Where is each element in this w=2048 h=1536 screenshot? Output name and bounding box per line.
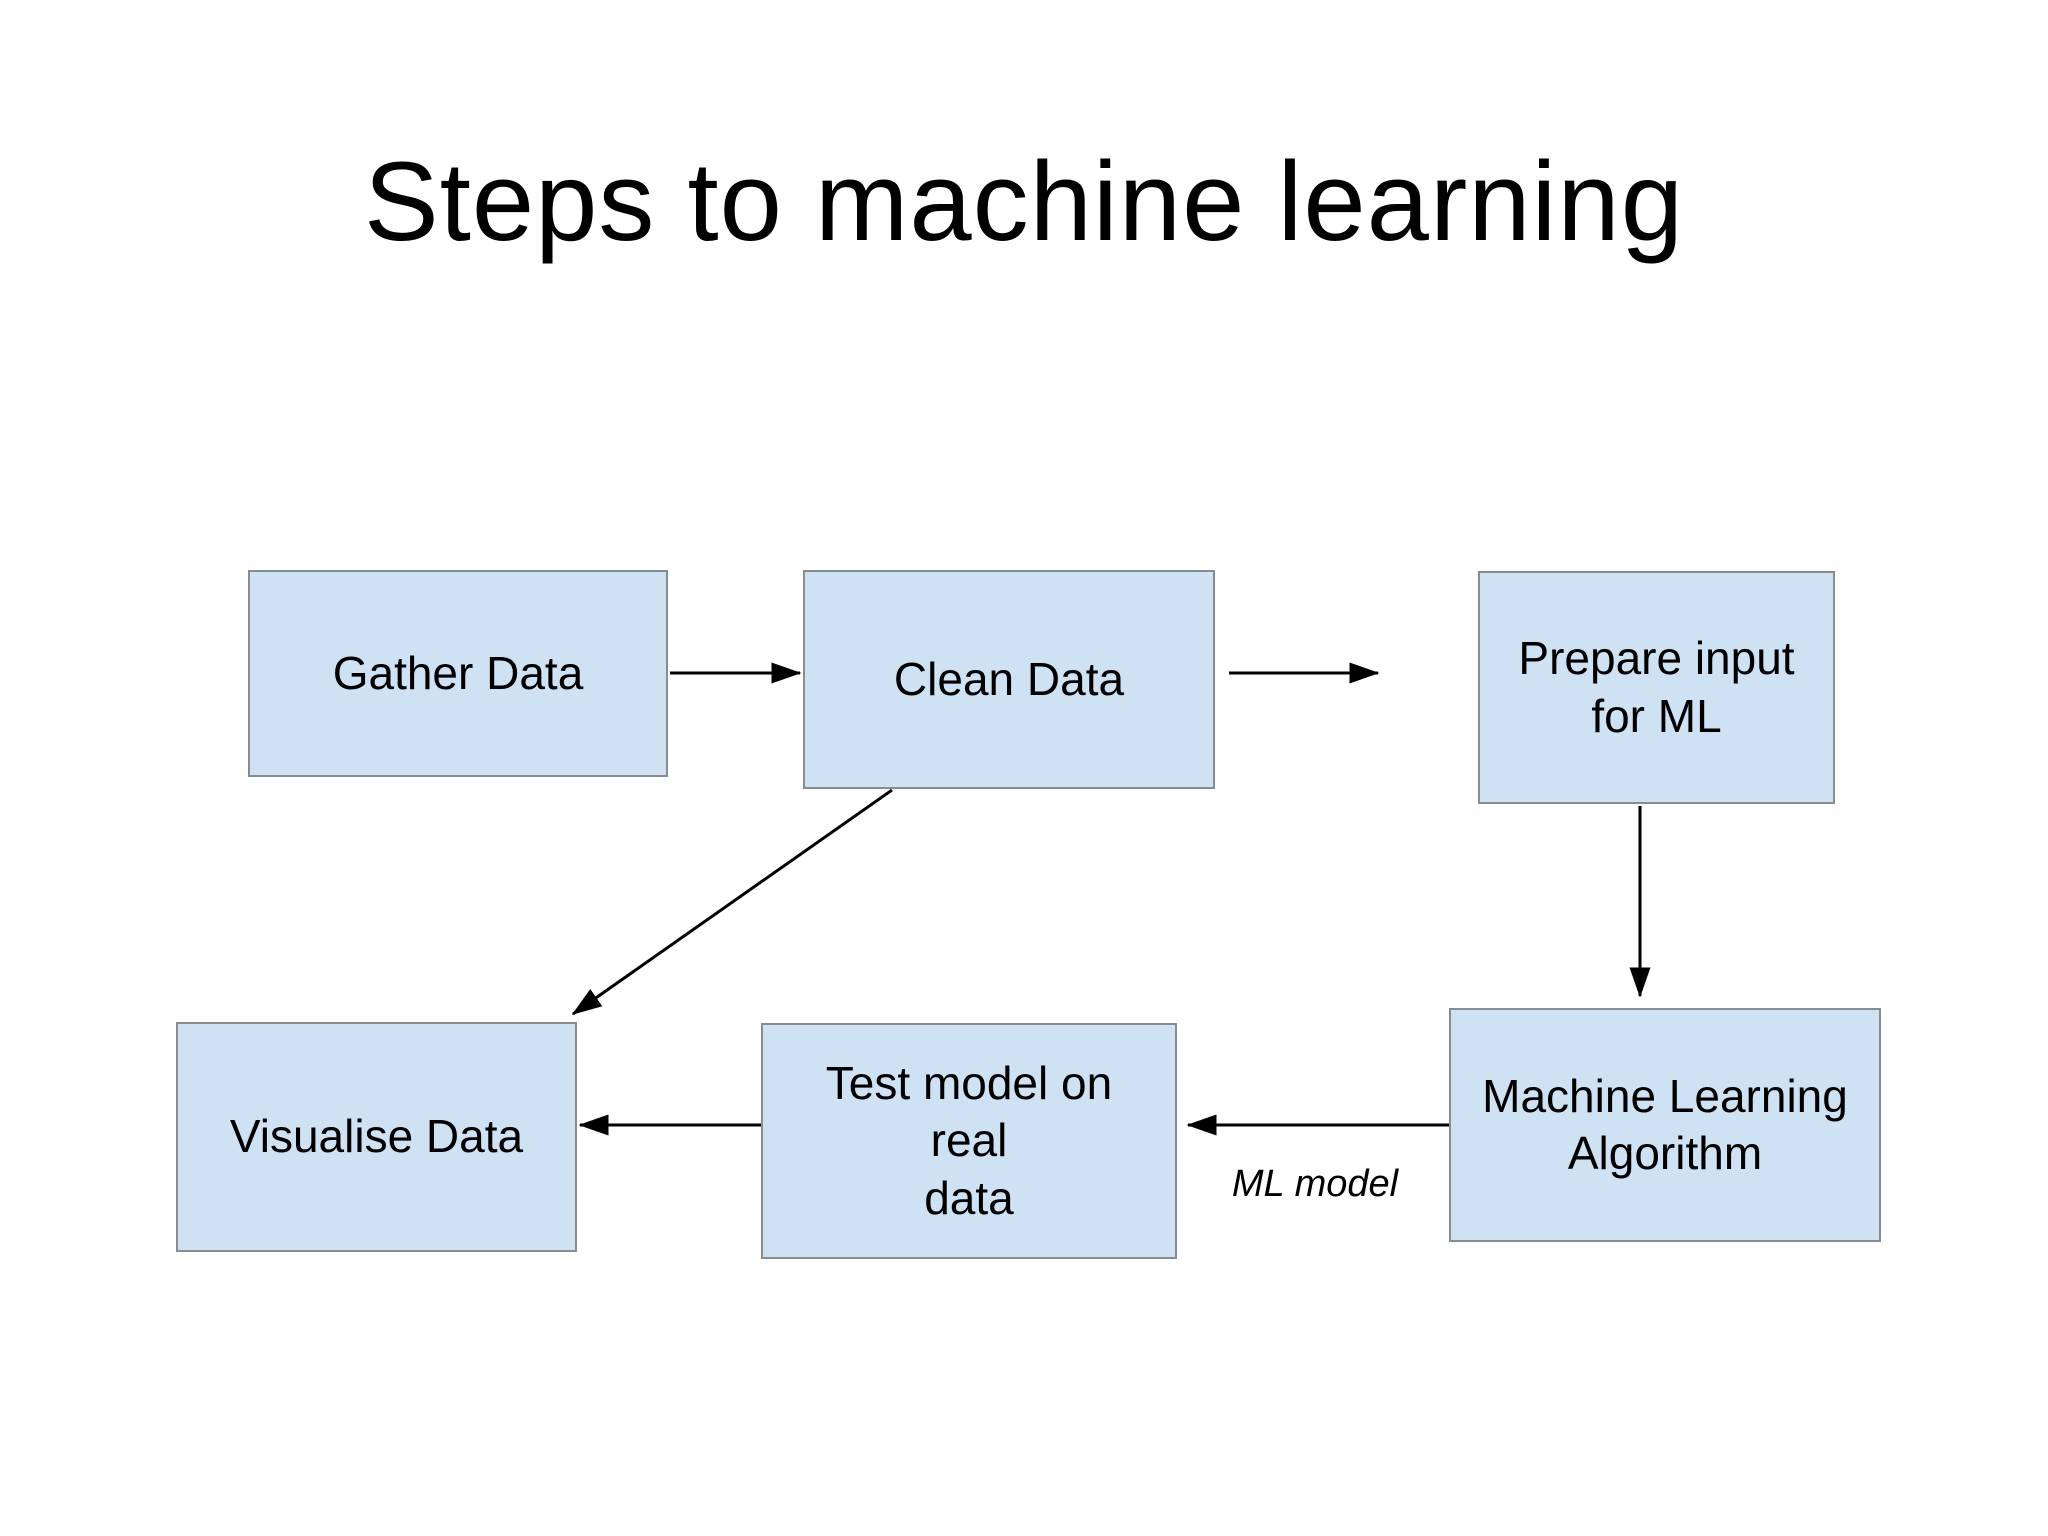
arrow-clean-to-visualise (571, 788, 893, 1016)
node-visualise-data-label: Visualise Data (229, 1110, 524, 1163)
node-prepare-input-for-ml-label: Prepare input for ML (1518, 632, 1795, 742)
slide-title: Steps to machine learning (364, 139, 1684, 264)
node-machine-learning-algorithm: Machine Learning Algorithm (1449, 1008, 1881, 1242)
edge-label-ml-model: ML model (1231, 1163, 1399, 1205)
node-prepare-input-for-ml: Prepare input for ML (1478, 571, 1835, 804)
node-test-model-on-real-data: Test model on real data (761, 1023, 1177, 1259)
node-clean-data-label: Clean Data (893, 652, 1125, 705)
node-machine-learning-algorithm-label: Machine Learning Algorithm (1482, 1069, 1848, 1180)
node-clean-data: Clean Data (803, 570, 1215, 789)
node-visualise-data: Visualise Data (176, 1022, 577, 1252)
node-gather-data-label: Gather Data (332, 646, 584, 699)
node-gather-data: Gather Data (248, 570, 668, 777)
node-test-model-on-real-data-label: Test model on real data (825, 1056, 1113, 1224)
